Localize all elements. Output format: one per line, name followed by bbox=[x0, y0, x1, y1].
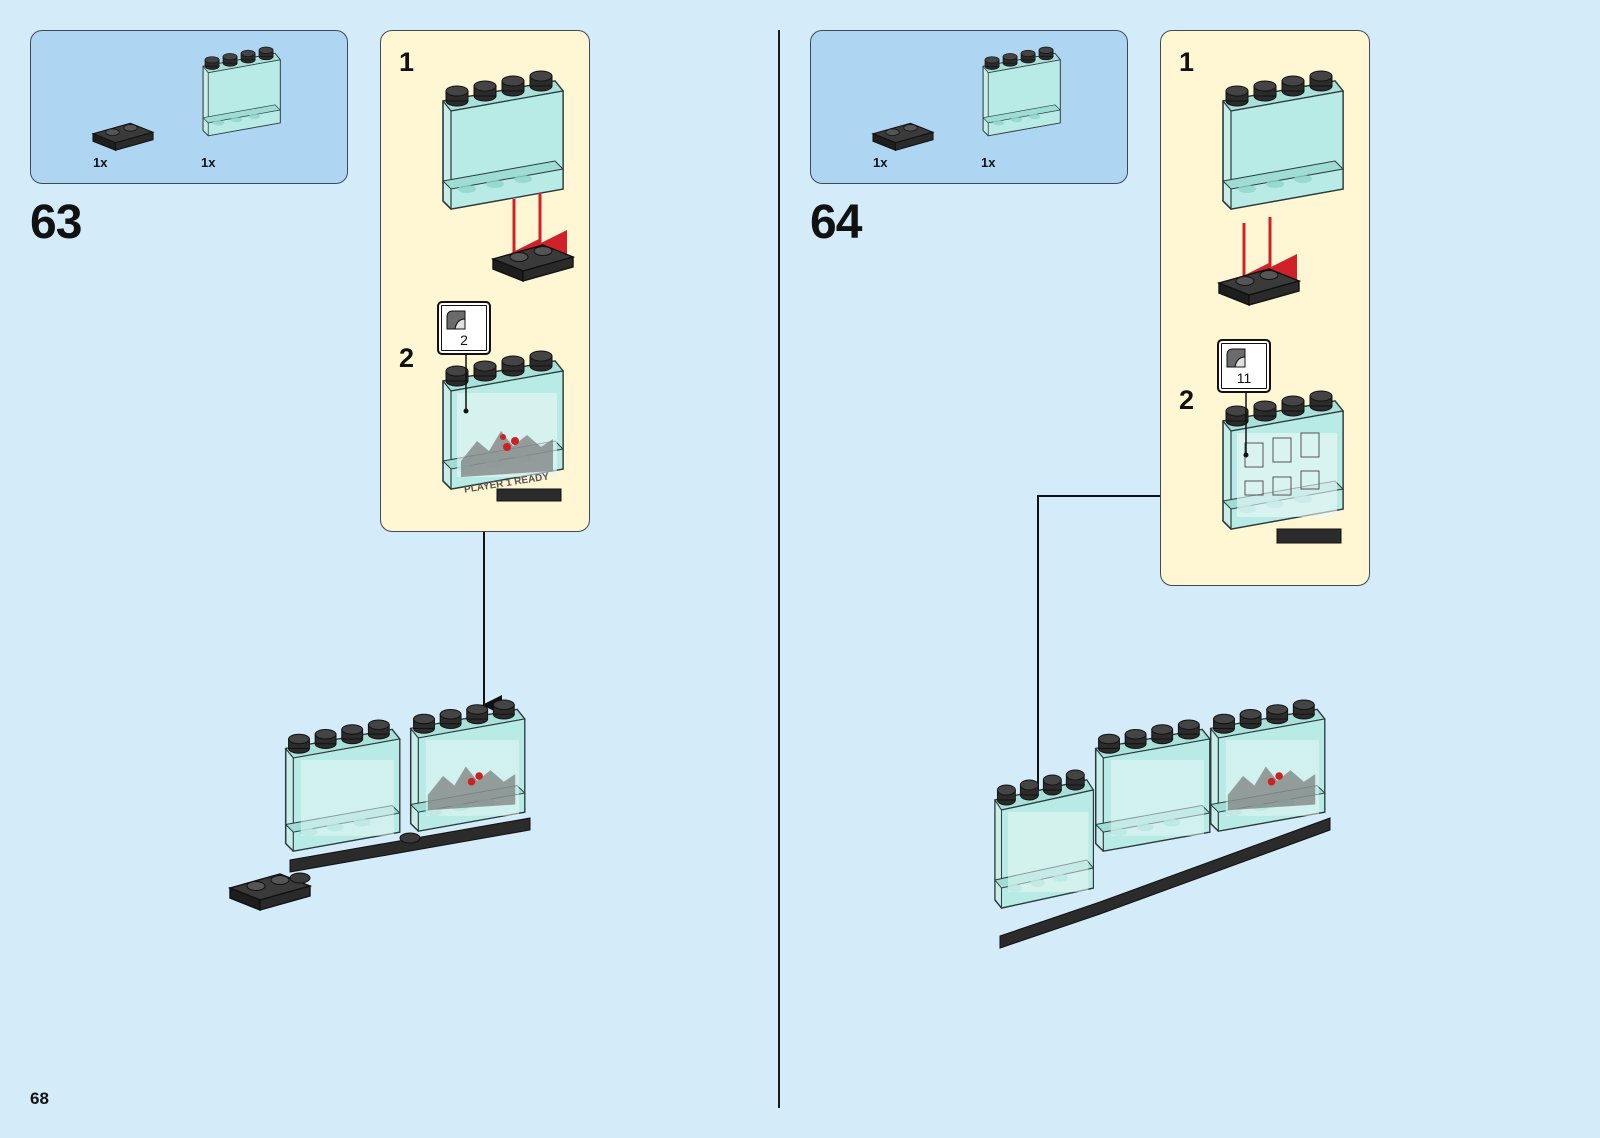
page-number: 68 bbox=[30, 1089, 49, 1109]
step-64-assembly bbox=[990, 700, 1360, 970]
